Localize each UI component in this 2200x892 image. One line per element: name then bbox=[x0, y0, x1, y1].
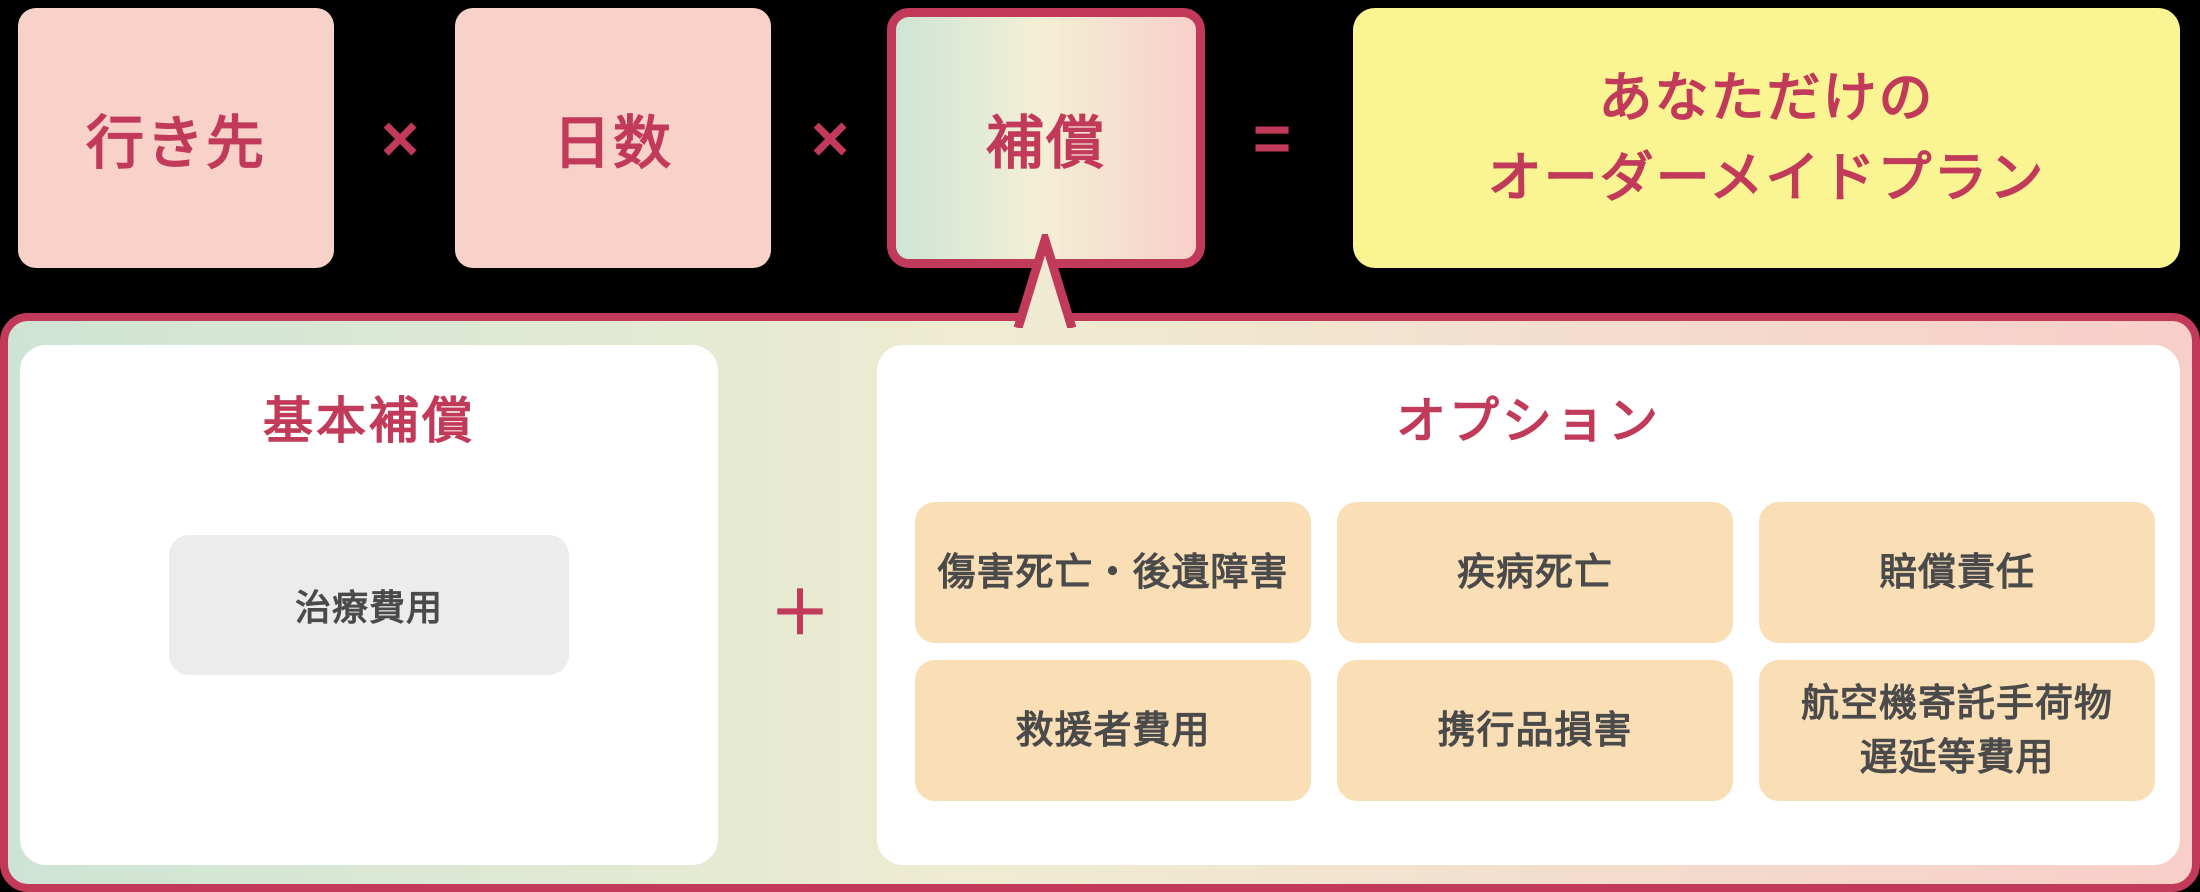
result-line1: あなただけの bbox=[1598, 68, 1935, 128]
option-item-accident-death: 傷害死亡・後遺障害 bbox=[915, 502, 1311, 643]
basic-coverage-item-medical: 治療費用 bbox=[169, 535, 569, 675]
option-item-belongings-damage: 携行品損害 bbox=[1337, 660, 1733, 801]
option-item-sickness-death: 疾病死亡 bbox=[1337, 502, 1733, 643]
factor-box-destination: 行き先 bbox=[18, 8, 334, 268]
plus-sign: ＋ bbox=[770, 579, 830, 647]
factor-box-days: 日数 bbox=[455, 8, 771, 268]
options-card: オプション 傷害死亡・後遺障害 疾病死亡 賠償責任 救援者費用 携行品損害 航空… bbox=[877, 345, 2180, 865]
equals-sign: = bbox=[1252, 101, 1292, 175]
multiply-sign-1: × bbox=[380, 101, 420, 175]
option-item-baggage-delay: 航空機寄託手荷物 遅延等費用 bbox=[1759, 660, 2155, 801]
factor-box-coverage: 補償 bbox=[887, 8, 1205, 268]
connector-arrow-icon bbox=[1013, 234, 1077, 328]
factor-label-days: 日数 bbox=[552, 111, 673, 176]
factor-label-coverage: 補償 bbox=[985, 111, 1106, 176]
option-item-rescuer-expenses: 救援者費用 bbox=[915, 660, 1311, 801]
options-title: オプション bbox=[1396, 393, 1661, 449]
multiply-sign-2: × bbox=[810, 101, 850, 175]
result-box-ordermade-plan: あなただけの オーダーメイドプラン bbox=[1353, 8, 2180, 268]
factor-label-destination: 行き先 bbox=[85, 111, 266, 176]
basic-coverage-title: 基本補償 bbox=[263, 393, 475, 449]
result-line2: オーダーメイドプラン bbox=[1487, 148, 2046, 208]
basic-coverage-card: 基本補償 治療費用 bbox=[20, 345, 718, 865]
option-item-liability: 賠償責任 bbox=[1759, 502, 2155, 643]
